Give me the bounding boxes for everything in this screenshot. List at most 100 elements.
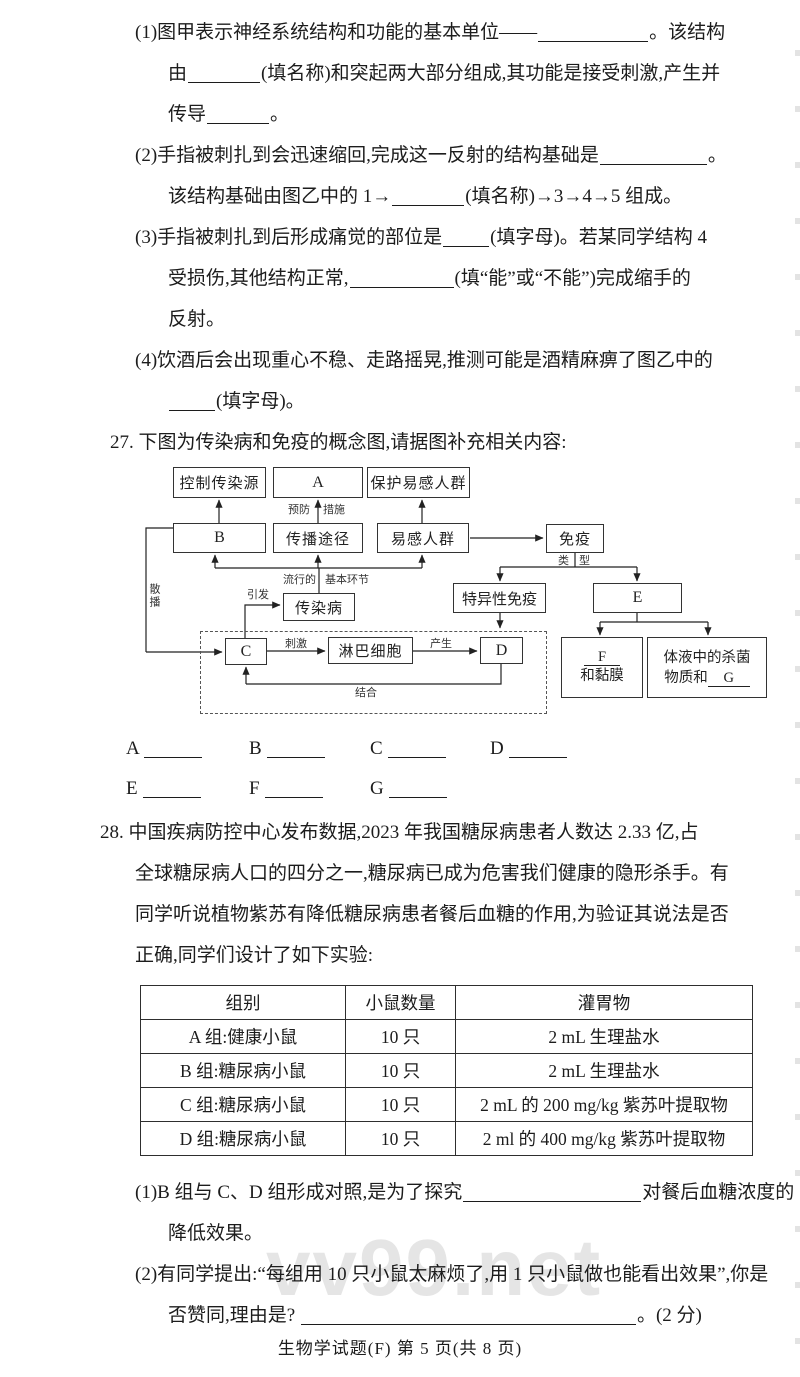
box-control-source: 控制传染源 <box>173 467 266 498</box>
cell-group: C 组:糖尿病小鼠 <box>140 1087 346 1122</box>
text-segment: G <box>370 778 389 799</box>
diagram-arrows <box>145 499 712 685</box>
cell-group: B 组:糖尿病小鼠 <box>140 1053 346 1088</box>
answer-blank <box>267 740 326 758</box>
text-line: 该结构基础由图乙中的 1→ (填名称)→3→4→5 组成。 <box>168 184 682 210</box>
box-label: E <box>632 589 643 606</box>
label-combine: 结合 <box>355 687 377 699</box>
text-segment: 反射。 <box>168 309 226 330</box>
watermark: vv99.net <box>266 1223 603 1312</box>
answer-blank <box>392 188 465 206</box>
box-c: C <box>225 638 267 665</box>
text-segment: 传导 <box>168 104 207 125</box>
text-segment: 。(2 分) <box>636 1305 702 1326</box>
box-label: 物质和 <box>664 669 708 686</box>
text-segment: 降低效果。 <box>168 1223 264 1244</box>
text-line: F <box>249 776 324 802</box>
box-label: B <box>214 529 225 546</box>
text-segment: 。该结构 <box>649 22 726 43</box>
box-label: A <box>312 473 324 491</box>
label-epidemic-right: 基本环节 <box>325 574 369 586</box>
cell-gavage: 2 mL 生理盐水 <box>455 1019 753 1054</box>
label-spread: 散播 <box>148 583 160 609</box>
text-segment: 。 <box>270 104 290 125</box>
scan-edge-marks <box>795 0 800 1377</box>
answer-blank <box>265 780 324 798</box>
answer-blank <box>144 740 203 758</box>
table-header-row: 组别 小鼠数量 灌胃物 <box>140 985 753 1020</box>
text-segment: 28. 中国疾病防控中心发布数据,2023 年我国糖尿病患者人数达 2.33 亿… <box>100 822 699 843</box>
text-segment: (填名称)→3→4→5 组成。 <box>465 186 683 207</box>
text-line: 28. 中国疾病防控中心发布数据,2023 年我国糖尿病患者人数达 2.33 亿… <box>100 820 699 846</box>
specific-immunity-group-box <box>200 631 547 714</box>
text-line: C <box>370 736 447 762</box>
text-segment: 对餐后血糖浓度的 <box>642 1182 795 1203</box>
label-produce: 产生 <box>430 638 452 650</box>
text-line: 全球糖尿病人口的四分之一,糖尿病已成为危害我们健康的隐形杀手。有 <box>135 861 729 887</box>
col-header-gavage: 灌胃物 <box>455 985 753 1020</box>
table-row: D 组:糖尿病小鼠 10 只 2 ml 的 400 mg/kg 紫苏叶提取物 <box>140 1121 753 1156</box>
text-line: (4)饮酒后会出现重心不稳、走路摇晃,推测可能是酒精麻痹了图乙中的 <box>135 348 713 374</box>
text-segment: (1)B 组与 C、D 组形成对照,是为了探究 <box>135 1182 463 1203</box>
text-line: 同学听说植物紫苏有降低糖尿病患者餐后血糖的作用,为验证其说法是否 <box>135 902 729 928</box>
concept-diagram: 控制传染源 A 保护易感人群 B 传播途径 易感人群 免疫 特异性免疫 E 传染… <box>0 455 800 730</box>
answer-blank <box>169 393 215 411</box>
text-line: 由 (填名称)和突起两大部分组成,其功能是接受刺激,产生并 <box>168 61 720 87</box>
cell-gavage: 2 mL 的 200 mg/kg 紫苏叶提取物 <box>455 1087 753 1122</box>
text-line: 反射。 <box>168 307 225 333</box>
text-segment: 27. 下图为传染病和免疫的概念图,请据图补充相关内容: <box>110 432 567 453</box>
text-segment: F <box>249 778 265 799</box>
text-segment: A <box>126 738 144 759</box>
box-transmission-route: 传播途径 <box>273 523 363 553</box>
label-epidemic-left: 流行的 <box>283 574 316 586</box>
text-segment: (填名称)和突起两大部分组成,其功能是接受刺激,产生并 <box>261 63 721 84</box>
label-type-left: 类 <box>558 555 569 567</box>
text-segment: D <box>490 738 509 759</box>
blank-g: G <box>707 670 750 687</box>
text-segment: (1)图甲表示神经系统结构和功能的基本单位—— <box>135 22 538 43</box>
cell-group: D 组:糖尿病小鼠 <box>140 1121 346 1156</box>
box-label: 特异性免疫 <box>461 591 537 608</box>
answer-blank <box>443 229 490 247</box>
table-row: B 组:糖尿病小鼠 10 只 2 mL 生理盐水 <box>140 1053 753 1088</box>
text-line: G <box>370 776 448 802</box>
text-segment: (填字母)。 <box>216 391 305 412</box>
label-prevention-right: 措施 <box>323 504 345 516</box>
box-label: 体液中的杀菌 <box>663 649 751 666</box>
box-label: 传播途径 <box>285 531 350 548</box>
table-row: C 组:糖尿病小鼠 10 只 2 mL 的 200 mg/kg 紫苏叶提取物 <box>140 1087 753 1122</box>
box-label: 传染病 <box>294 600 343 617</box>
text-segment: B <box>249 738 267 759</box>
text-line: D <box>490 736 568 762</box>
cell-count: 10 只 <box>345 1053 456 1088</box>
text-line: (填字母)。 <box>168 389 305 415</box>
text-segment: 该结构基础由图乙中的 1→ <box>168 186 392 207</box>
text-segment: 正确,同学们设计了如下实验: <box>135 945 374 966</box>
box-label: 淋巴细胞 <box>338 644 403 660</box>
text-line: 降低效果。 <box>168 1221 263 1247</box>
text-line: (2)手指被刺扎到会迅速缩回,完成这一反射的结构基础是。 <box>135 143 727 169</box>
box-label: 保护易感人群 <box>370 476 467 492</box>
cell-count: 10 只 <box>345 1087 456 1122</box>
text-segment: (3)手指被刺扎到后形成痛觉的部位是 <box>135 227 443 248</box>
text-segment: (填“能”或“不能”)完成缩手的 <box>454 268 691 289</box>
text-segment: 。 <box>707 145 727 166</box>
answer-blank <box>349 270 454 288</box>
box-infectious-disease: 传染病 <box>283 593 355 621</box>
answer-blank <box>388 740 447 758</box>
text-line: 传导 。 <box>168 102 289 128</box>
box-specific-immunity: 特异性免疫 <box>453 583 546 613</box>
box-label: 易感人群 <box>390 531 455 548</box>
text-line: 受损伤,其他结构正常,(填“能”或“不能”)完成缩手的 <box>168 266 691 292</box>
box-label: 和黏膜 <box>580 667 624 684</box>
answer-blank <box>463 1184 642 1202</box>
label-trigger: 引发 <box>247 589 269 601</box>
col-header-mice-count: 小鼠数量 <box>345 985 456 1020</box>
box-protect-susceptible: 保护易感人群 <box>367 467 470 498</box>
box-d: D <box>480 637 523 664</box>
cell-gavage: 2 ml 的 400 mg/kg 紫苏叶提取物 <box>455 1121 753 1156</box>
label-prevention-left: 预防 <box>288 504 310 516</box>
text-segment: 由 <box>168 63 188 84</box>
